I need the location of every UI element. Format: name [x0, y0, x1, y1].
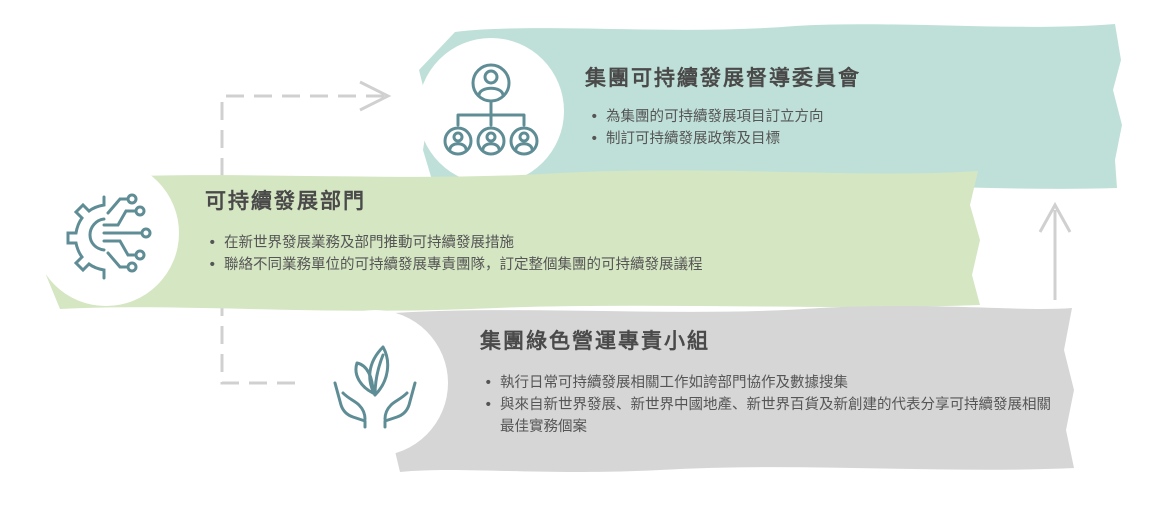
arrow-right-head [1038, 201, 1072, 233]
department-bullet-2: 聯絡不同業務單位的可持續發展專責團隊，訂定整個集團的可持續發展議程 [208, 254, 703, 276]
taskforce-bullet-2: 與來自新世界發展、新世界中國地產、新世界百貨及新創建的代表分享可持續發展相關最佳… [484, 394, 1059, 438]
team-hierarchy-icon [443, 63, 539, 156]
taskforce-bullet-1: 執行日常可持續發展相關工作如誇部門協作及數據搜集 [484, 372, 1059, 394]
arrow-left-connector [220, 94, 385, 385]
committee-bullet-2: 制訂可持續發展政策及目標 [590, 128, 824, 150]
gear-circuit-icon [66, 193, 152, 280]
hands-leaf-icon [333, 345, 417, 429]
committee-bullets: 為集團的可持續發展項目訂立方向 制訂可持續發展政策及目標 [590, 106, 824, 150]
department-bullet-1: 在新世界發展業務及部門推動可持續發展措施 [208, 232, 703, 254]
committee-bullet-1: 為集團的可持續發展項目訂立方向 [590, 106, 824, 128]
department-bullets: 在新世界發展業務及部門推動可持續發展措施 聯絡不同業務單位的可持續發展專責團隊，… [208, 232, 703, 276]
department-icon-circle [33, 160, 179, 306]
taskforce-bullets: 執行日常可持續發展相關工作如誇部門協作及數據搜集 與來自新世界發展、新世界中國地… [484, 372, 1059, 438]
taskforce-title: 集團綠色營運專責小組 [480, 329, 710, 353]
department-title: 可持續發展部門 [205, 189, 366, 213]
taskforce-icon-circle [302, 310, 448, 456]
arrow-left-head [359, 80, 392, 112]
committee-title: 集團可持續發展督導委員會 [585, 66, 861, 90]
committee-icon-circle [418, 38, 564, 184]
